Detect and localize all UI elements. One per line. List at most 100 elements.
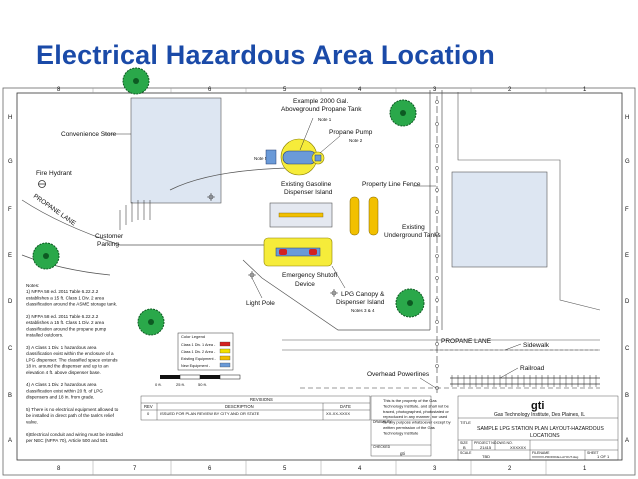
disclaimer-line: Technology Institute — [383, 430, 419, 435]
note-line: dispensers and 18 in. from grade. — [26, 395, 94, 400]
border-col-label: 1 — [583, 87, 587, 93]
border-row-label: B — [625, 393, 629, 399]
sheet-label: SHEET — [587, 451, 600, 455]
class1-div1-zone — [309, 249, 317, 255]
disclaimer-line: This is the property of the Gas — [383, 398, 437, 403]
gti-logo: gti — [531, 400, 544, 412]
border-row-label: G — [8, 159, 13, 165]
legend-title: Color Legend — [181, 334, 205, 339]
class1-div1-zone — [279, 249, 287, 255]
lot-boundary-right — [457, 92, 601, 311]
border-col-label: 2 — [508, 466, 512, 472]
note1-label: Note 1 — [318, 117, 332, 122]
border-row-label: H — [8, 115, 12, 121]
underground-tank — [368, 196, 379, 236]
note-line: classification around the ASME storage t… — [26, 302, 117, 307]
fence-post — [435, 188, 439, 192]
note-line: 18 in. around the dispenser and up to an — [26, 364, 109, 369]
tb-value: 21415 — [480, 445, 492, 450]
border-col-label: 1 — [583, 466, 587, 472]
note-line: 6)Electrical conduit and wiring must be … — [26, 432, 123, 437]
customer-parking-label-2: Parking — [97, 241, 119, 248]
revisions-header: DATE — [340, 404, 351, 409]
notes-block: Notes:1) NFPA 58 ed. 2011 Table 6.22.2.2… — [26, 283, 123, 443]
border-row-label: A — [625, 438, 629, 444]
border-row-label: A — [8, 438, 12, 444]
revisions-cell: ISSUED FOR PLAN REVIEW BY CITY AND OR ST… — [160, 411, 260, 416]
legend-swatch — [219, 341, 231, 347]
light-pole-label: Light Pole — [246, 300, 275, 307]
gas-island-label-1: Existing Gasoline — [281, 181, 332, 188]
fence-post — [435, 100, 439, 104]
tb-value: B — [463, 445, 466, 450]
border-col-label: 4 — [358, 466, 362, 472]
drawn-by-table — [370, 395, 432, 457]
scale-label: SCALE — [460, 451, 472, 455]
example-tank-label-2: Aboveground Propane Tank — [281, 106, 362, 113]
border-col-label: 4 — [358, 87, 362, 93]
fence-post — [435, 166, 439, 170]
drawing-title-2: LOCATIONS — [530, 433, 560, 439]
note-line: installed outdoors. — [26, 333, 63, 338]
legend-item-label: Existing Equipment - — [181, 357, 217, 361]
checked-label: CHECKED — [373, 445, 391, 449]
border-row-label: G — [625, 159, 630, 165]
note-line: 4) A Class 1 Div. 2 hazardous area — [26, 382, 97, 387]
note-line: be installed in direct path of the tank'… — [26, 413, 115, 418]
border-col-label: 3 — [433, 87, 437, 93]
disclaimer-line: Technology Institute, and shall not be — [383, 403, 450, 408]
disclaimer-line: reproduced in any manner, nor used — [383, 414, 447, 419]
tree — [395, 288, 425, 318]
note5-label: Note 5 — [254, 156, 268, 161]
sheet-value: 1 OF 1 — [597, 454, 610, 459]
road-curb-lower — [21, 254, 111, 276]
light-pole-icon — [248, 271, 256, 279]
leader-line — [251, 277, 263, 299]
disclaimer-line: written permission of the Gas — [383, 425, 435, 430]
revisions-table — [140, 395, 371, 421]
tree — [137, 308, 165, 336]
sidewalk-label: Sidewalk — [523, 342, 550, 349]
propane-lane-label: PROPANE LANE — [441, 338, 492, 345]
fence-post — [435, 364, 439, 368]
tree — [122, 67, 150, 95]
fence-post — [435, 144, 439, 148]
legend-item-label: New Equipment - — [181, 364, 211, 368]
ug-tanks-label-1: Existing — [402, 224, 425, 231]
note-line: valve. — [26, 419, 38, 424]
fence-post — [435, 342, 439, 346]
shutoff-label-1: Emergency Shutoff — [282, 272, 337, 279]
fence-post — [435, 320, 439, 324]
note-line: elevation 4 ft. above dispenser base. — [26, 370, 101, 375]
gti-small: gti — [400, 451, 405, 456]
customer-parking-stripes — [119, 200, 151, 230]
border-row-label: E — [625, 253, 629, 259]
note-line: Notes: — [26, 283, 39, 288]
border-row-label: F — [625, 207, 629, 213]
note-line: classification exist within the enclosur… — [26, 351, 114, 356]
underground-tank — [349, 196, 360, 236]
note-line: 3) A Class 1 Div. 1 hazardous area — [26, 345, 97, 350]
shutoff-label-2: Device — [295, 281, 315, 288]
org-name: Gas Technology Institute, Des Plaines, I… — [494, 412, 585, 418]
leader-line — [299, 117, 314, 151]
border-col-label: 5 — [283, 87, 287, 93]
filename-label: FILENAME — [532, 451, 550, 455]
lpg-canopy-label-2: Dispenser Island — [336, 299, 385, 306]
propane-storage-tank — [282, 150, 317, 165]
gas-dispenser-island — [278, 212, 324, 218]
scale-tick: 50 ft. — [198, 382, 207, 387]
leader-line — [419, 377, 437, 389]
property-fence-label: Property Line Fence — [362, 181, 421, 188]
drawing-inner-border — [16, 92, 623, 461]
overhead-powerlines-label: Overhead Powerlines — [367, 371, 430, 378]
scale-tick: 0 ft. — [155, 382, 162, 387]
propane-pump-label: Propane Pump — [329, 129, 373, 136]
light-pole-icon — [330, 289, 338, 297]
fence-posts — [435, 100, 439, 390]
note-line: 2) NFPA 58 ed. 2011 Table 6.22.2.2 — [26, 314, 99, 319]
border-row-label: D — [625, 299, 630, 305]
legend-item-label: Class 1 Div. 1 Area - — [181, 343, 216, 347]
customer-parking-label-1: Customer — [95, 233, 124, 240]
tree — [389, 99, 417, 127]
